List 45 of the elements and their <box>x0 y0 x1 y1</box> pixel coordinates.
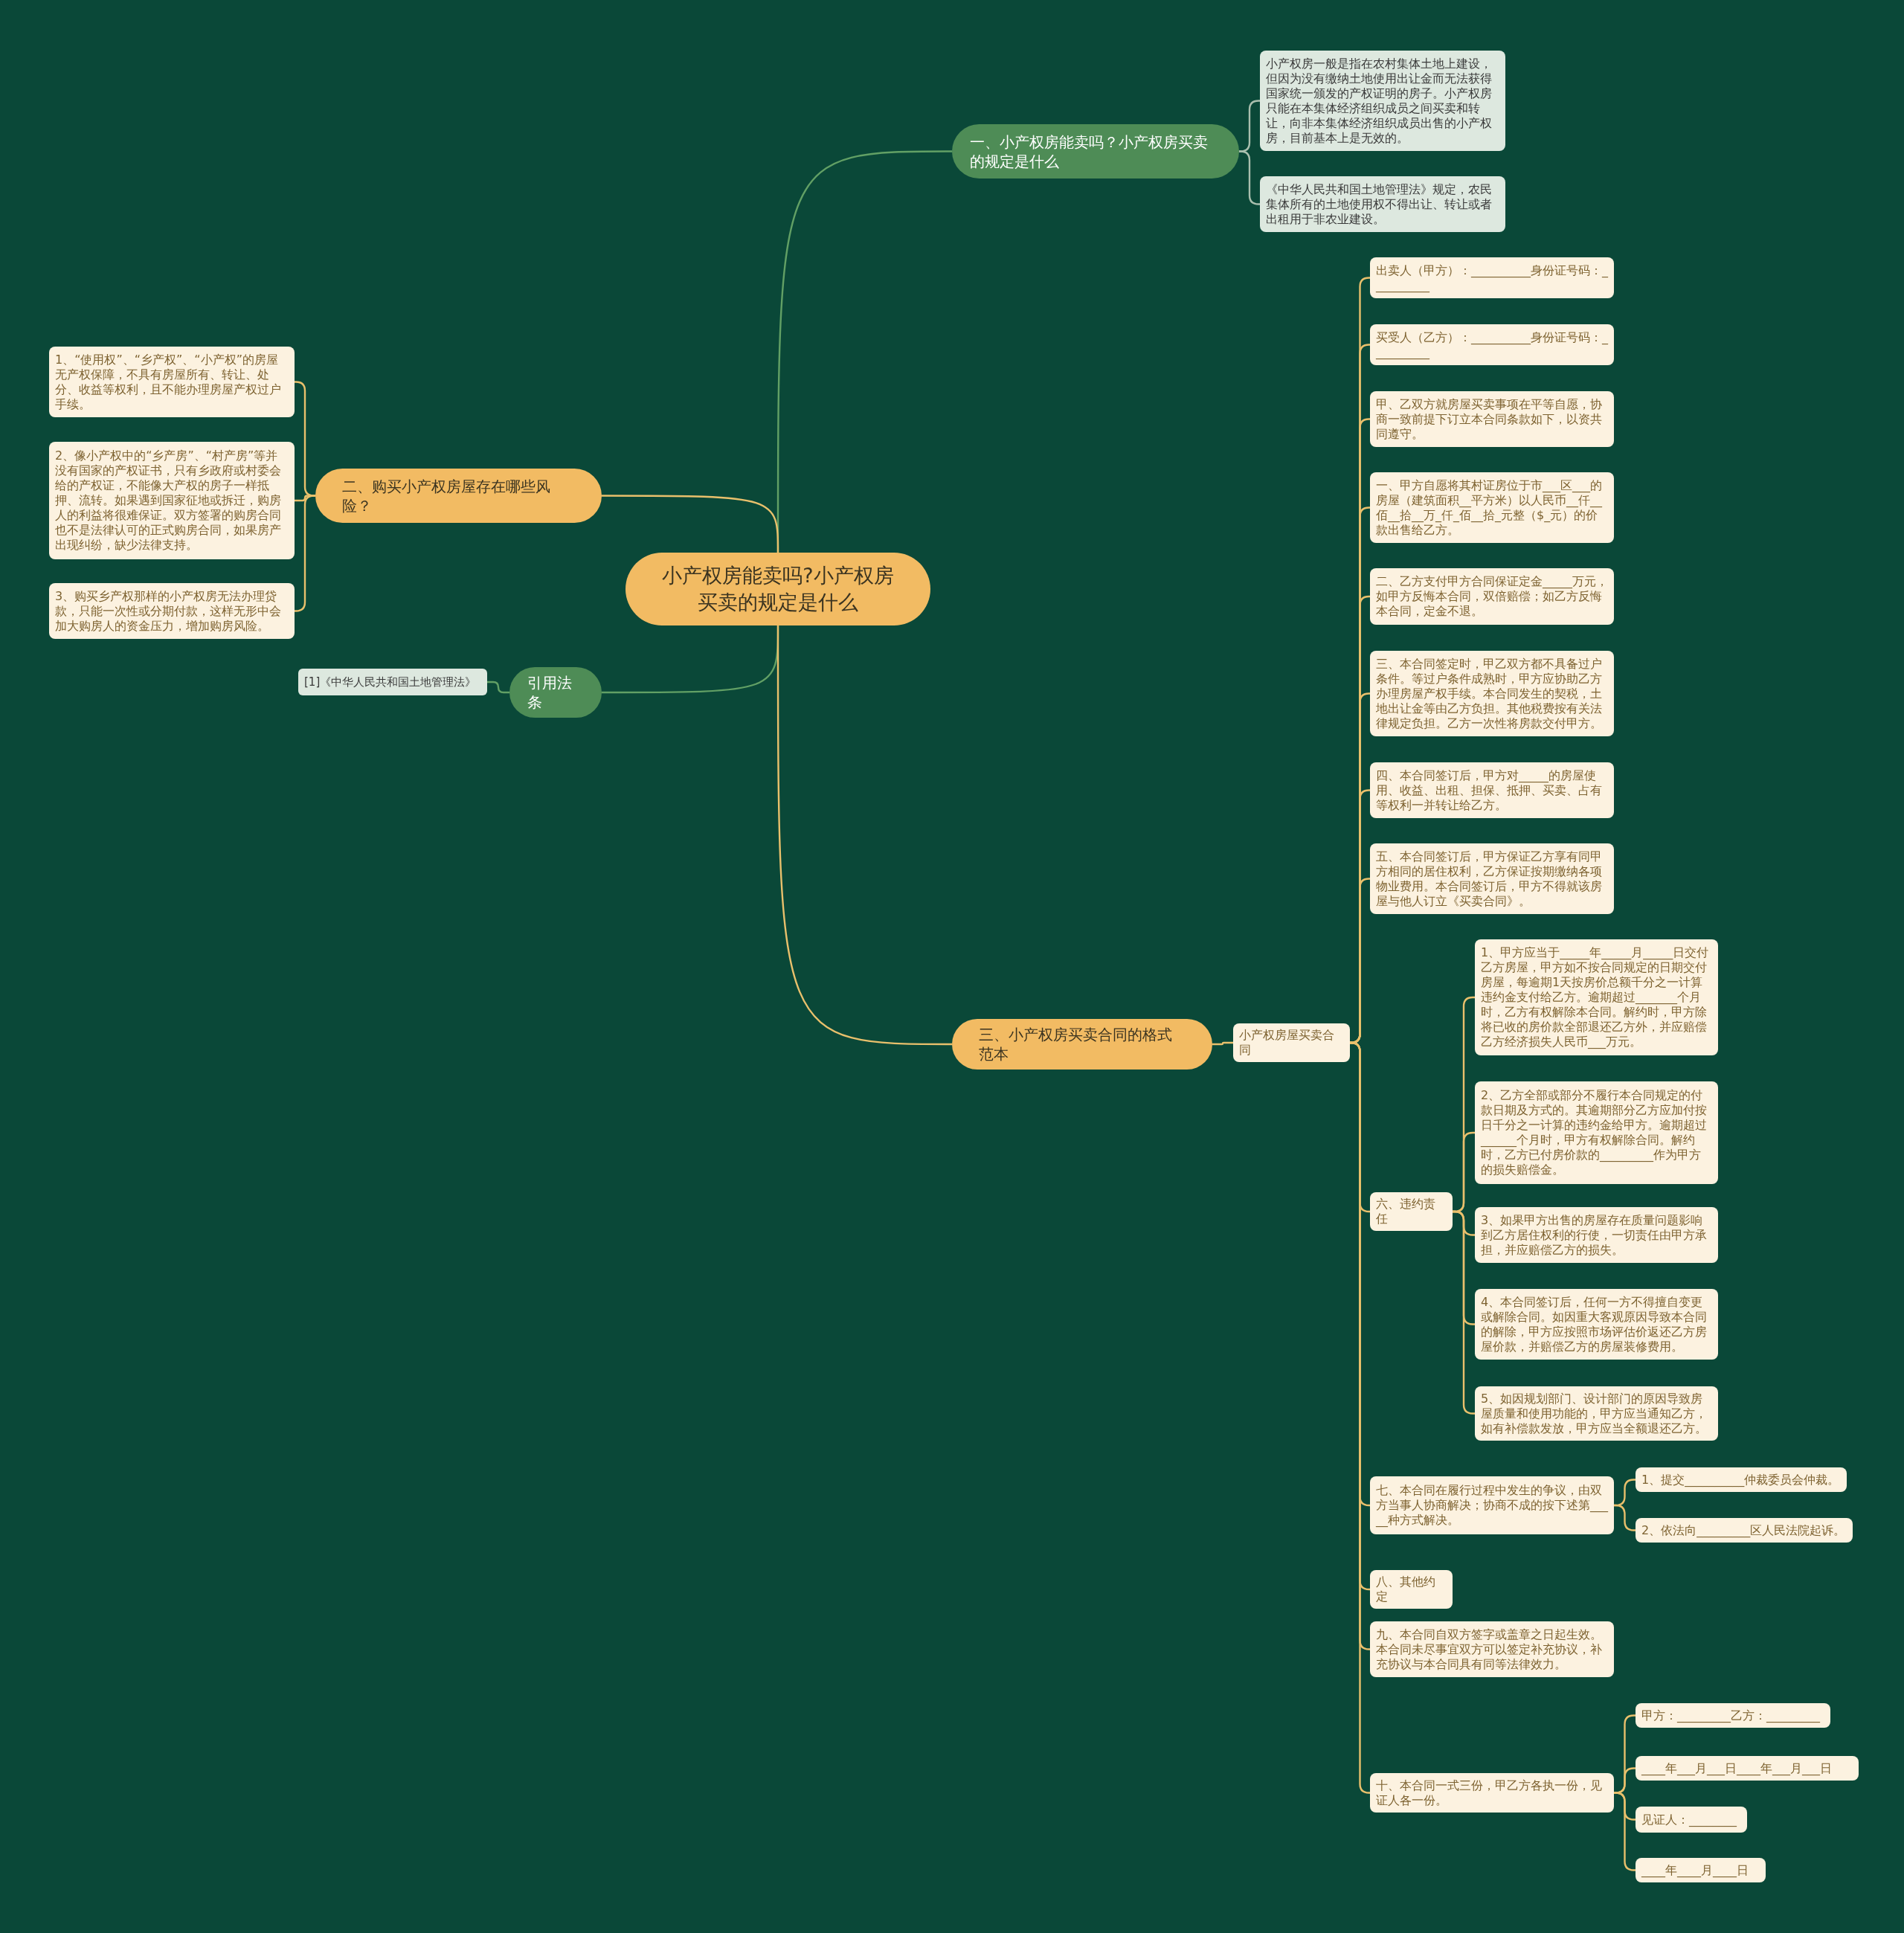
connector-line <box>776 625 952 1046</box>
note-card: 七、本合同在履行过程中发生的争议，由双方当事人协商解决；协商不成的按下述第_____种方式解决。 <box>1370 1476 1614 1534</box>
note-card: ____年____月____日 <box>1636 1858 1766 1882</box>
subtopic-card: 六、违约责任 <box>1370 1192 1453 1231</box>
connector-line <box>1614 1504 1636 1531</box>
connector-line <box>1212 1041 1233 1046</box>
branch-topic: 一、小产权房能卖吗？小产权房买卖的规定是什么 <box>952 124 1239 178</box>
note-card: 4、本合同签订后，任何一方不得擅自变更或解除合同。如因重大客观原因导致本合同的解除，甲方应按照市场评估价返还乙方房屋价款，并赔偿乙方的房屋装修费用。 <box>1475 1289 1718 1360</box>
branch-topic: 二、购买小产权房屋存在哪些风险？ <box>315 469 602 523</box>
note-card: 2、乙方全部或部分不履行本合同规定的付款日期及方式的。其逾期部分乙方应加付按日千分之一计算的违约金给甲方。逾期超过______个月时，甲方有权解除合同。解约时，乙方已付房价款的_________作为甲方的损失赔偿金。 <box>1475 1081 1718 1184</box>
note-card: 3、如果甲方出售的房屋存在质量问题影响到乙方居住权利的行使，一切责任由甲方承担，并应赔偿乙方的损失。 <box>1475 1207 1718 1263</box>
reference-card: [1]《中华人民共和国土地管理法》 <box>298 669 487 695</box>
central-topic: 小产权房能卖吗?小产权房买卖的规定是什么 <box>625 553 930 625</box>
note-card: 3、购买乡产权那样的小产权房无法办理贷款，只能一次性或分期付款，这样无形中会加大购房人的资金压力，增加购房风险。 <box>49 583 295 639</box>
connector-line <box>602 495 779 553</box>
note-card: 见证人：________ <box>1636 1807 1747 1833</box>
connector-line <box>1239 150 1260 205</box>
note-card: 买受人（乙方）：__________身份证号码：__________ <box>1370 324 1614 365</box>
note-card: 四、本合同签订后，甲方对_____的房屋使用、收益、出租、担保、抵押、买卖、占有等权利一并转让给乙方。 <box>1370 762 1614 818</box>
connector-line <box>1453 1210 1475 1415</box>
note-card: 甲、乙双方就房屋买卖事项在平等自愿，协商一致前提下订立本合同条款如下，以资共同遵守。 <box>1370 391 1614 447</box>
branch-topic: 三、小产权房买卖合同的格式范本 <box>952 1019 1212 1070</box>
note-card: 《中华人民共和国土地管理法》规定，农民集体所有的土地使用权不得出让、转让或者出租用于非农业建设。 <box>1260 176 1505 232</box>
connector-line <box>1614 1792 1636 1871</box>
subtopic-card: 八、其他约定 <box>1370 1570 1453 1609</box>
note-card: 三、本合同签定时，甲乙双方都不具备过户条件。等过户条件成熟时，甲方应协助乙方办理房屋产权手续。本合同发生的契税，土地出让金等由乙方负担。其他税费按有关法律规定负担。乙方一次性将房款交付甲方。 <box>1370 651 1614 736</box>
note-card: 一、甲方自愿将其村证房位于市___区___的房屋（建筑面积__平方米）以人民币__仟__佰__拾__万_仟_佰__拾_元整（$_元）的价款出售给乙方。 <box>1370 472 1614 543</box>
note-card: 二、乙方支付甲方合同保证定金_____万元，如甲方反悔本合同，双倍赔偿；如乙方反悔本合同，定金不退。 <box>1370 568 1614 625</box>
note-card: 1、甲方应当于_____年_____月_____日交付乙方房屋，甲方如不按合同规定的日期交付房屋，每逾期1天按房价总额千分之一计算违约金支付给乙方。逾期超过_______个月时，乙方有权解除本合同。解约时，甲方除将已收的房价款全部退还乙方外，并应赔偿乙方经济损失人民币___万元。 <box>1475 939 1718 1055</box>
branch-topic: 引用法条 <box>509 667 602 718</box>
note-card: 九、本合同自双方签字或盖章之日起生效。本合同未尽事宜双方可以签定补充协议，补充协议与本合同具有同等法律效力。 <box>1370 1621 1614 1677</box>
note-card: 5、如因规划部门、设计部门的原因导致房屋质量和使用功能的，甲方应当通知乙方，如有补偿款发放，甲方应当全额退还乙方。 <box>1475 1386 1718 1441</box>
note-card: 2、依法向_________区人民法院起诉。 <box>1636 1518 1853 1543</box>
subtopic-card: 小产权房屋买卖合同 <box>1233 1023 1350 1062</box>
note-card: 2、像小产权中的“乡产房”、“村产房”等并没有国家的产权证书，只有乡政府或村委会给的产权证，不能像大产权的房子一样抵押、流转。如果遇到国家征地或拆迁，购房人的利益将很难保证。双方签署的购房合同也不是法律认可的正式购房合同，如果房产出现纠纷，缺少法律支持。 <box>49 442 295 559</box>
note-card: 1、提交__________仲裁委员会仲裁。 <box>1636 1467 1847 1492</box>
connector-line <box>295 495 315 612</box>
note-card: 小产权房一般是指在农村集体土地上建设，但因为没有缴纳土地使用出让金而无法获得国家统一颁发的产权证明的房子。小产权房只能在本集体经济组织成员之间买卖和转让，向非本集体经济组织成员出售的小产权房，目前基本上是无效的。 <box>1260 51 1505 151</box>
note-card: 甲方：_________乙方：_________ <box>1636 1703 1830 1728</box>
note-card: 1、“使用权”、“乡产权”、“小产权”的房屋无产权保障，不具有房屋所有、转让、处分、收益等权利，且不能办理房屋产权过户手续。 <box>49 347 295 417</box>
note-card: 出卖人（甲方）：__________身份证号码：__________ <box>1370 257 1614 298</box>
connector-line <box>487 681 509 694</box>
note-card: 五、本合同签订后，甲方保证乙方享有同甲方相同的居住权利，乙方保证按期缴纳各项物业费用。本合同签订后，甲方不得就该房屋与他人订立《买卖合同》。 <box>1370 843 1614 914</box>
note-card: ____年___月___日____年___月___日 <box>1636 1756 1859 1781</box>
note-card: 十、本合同一式三份，甲乙方各执一份，见证人各一份。 <box>1370 1773 1614 1813</box>
